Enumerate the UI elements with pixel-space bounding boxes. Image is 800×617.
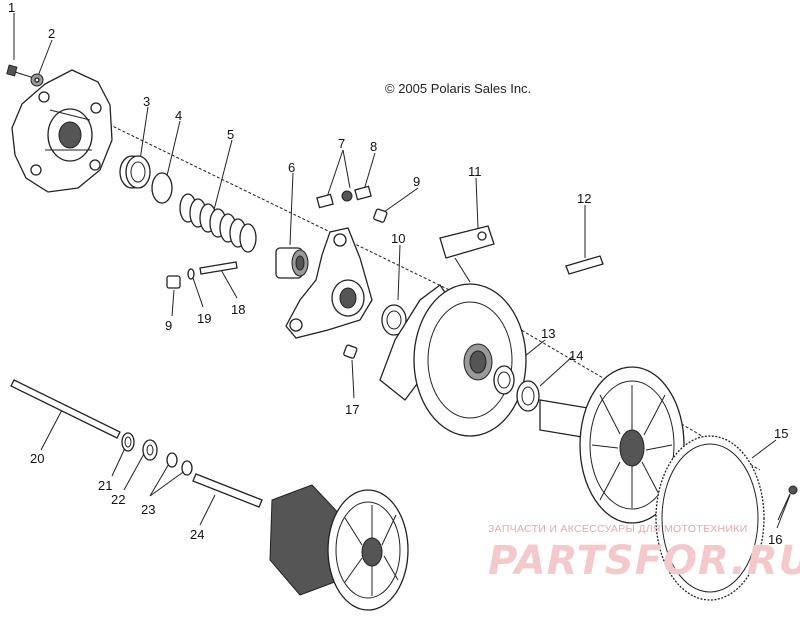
washer-part-19 bbox=[187, 268, 195, 280]
callout-3: 3 bbox=[143, 94, 150, 109]
callout-2: 2 bbox=[48, 26, 55, 41]
pin-part-24 bbox=[192, 473, 263, 508]
cover-plate bbox=[11, 69, 113, 193]
clutch-spokes bbox=[344, 505, 399, 596]
washer-part-13 bbox=[493, 365, 515, 395]
callout-9-lower: 9 bbox=[165, 318, 172, 333]
callout-6: 6 bbox=[288, 160, 295, 175]
fixed-sheave bbox=[539, 366, 685, 524]
spider-arm bbox=[285, 227, 373, 339]
rings-part-23 bbox=[166, 452, 193, 476]
callout-21: 21 bbox=[98, 478, 112, 493]
callout-13: 13 bbox=[541, 326, 555, 341]
callout-8: 8 bbox=[370, 139, 377, 154]
assembled-clutch bbox=[269, 484, 409, 611]
callout-4: 4 bbox=[175, 108, 182, 123]
bushing-part-3 bbox=[119, 155, 151, 189]
callout-9-upper: 9 bbox=[413, 174, 420, 189]
pin-part-18 bbox=[199, 261, 238, 275]
watermark: ЗАПЧАСТИ И АКСЕССУАРЫ ДЛЯ МОТОТЕХНИКИ PA… bbox=[488, 523, 800, 584]
snap-ring-part-4 bbox=[151, 172, 173, 204]
callout-17: 17 bbox=[345, 402, 359, 417]
nut-part-17 bbox=[343, 344, 358, 359]
pin-part-12 bbox=[565, 255, 604, 275]
bolt-part-16 bbox=[777, 485, 798, 521]
callout-12: 12 bbox=[577, 191, 591, 206]
callout-15: 15 bbox=[774, 426, 788, 441]
callout-22: 22 bbox=[111, 492, 125, 507]
plate-part-11 bbox=[439, 225, 495, 283]
callout-1: 1 bbox=[8, 0, 15, 15]
nut-part-9-lower bbox=[166, 275, 181, 289]
pieces-part-7-8 bbox=[316, 185, 372, 209]
washer-part-10 bbox=[381, 304, 407, 336]
bolt-part-1 bbox=[6, 64, 35, 79]
moveable-sheave bbox=[379, 283, 527, 437]
callout-16: 16 bbox=[768, 532, 782, 547]
spring-part-5 bbox=[179, 193, 257, 253]
roller-part-6 bbox=[275, 247, 309, 279]
callout-18: 18 bbox=[231, 302, 245, 317]
watermark-tagline: ЗАПЧАСТИ И АКСЕССУАРЫ ДЛЯ МОТОТЕХНИКИ bbox=[488, 523, 748, 535]
bushing-part-22 bbox=[142, 439, 158, 461]
callout-labels: 1 2 3 4 5 6 7 8 9 9 10 11 12 13 14 15 16… bbox=[8, 0, 788, 547]
callout-14: 14 bbox=[569, 348, 583, 363]
washer-part-14 bbox=[516, 380, 540, 412]
callout-23: 23 bbox=[141, 502, 155, 517]
shaft-part-20 bbox=[10, 379, 121, 439]
callout-5: 5 bbox=[227, 127, 234, 142]
watermark-brand: PARTSFOR.RU bbox=[488, 538, 800, 584]
callout-10: 10 bbox=[391, 231, 405, 246]
sheave-spokes bbox=[591, 385, 673, 508]
callout-7: 7 bbox=[338, 136, 345, 151]
nut-part-9-upper bbox=[373, 208, 388, 223]
washer-part-2 bbox=[30, 73, 44, 87]
callout-19: 19 bbox=[197, 311, 211, 326]
ring-gear-part-15 bbox=[655, 435, 765, 601]
callout-24: 24 bbox=[190, 527, 204, 542]
callout-11: 11 bbox=[468, 164, 482, 179]
washer-part-21 bbox=[121, 432, 135, 452]
copyright-text: © 2005 Polaris Sales Inc. bbox=[385, 81, 531, 96]
callout-20: 20 bbox=[30, 451, 44, 466]
